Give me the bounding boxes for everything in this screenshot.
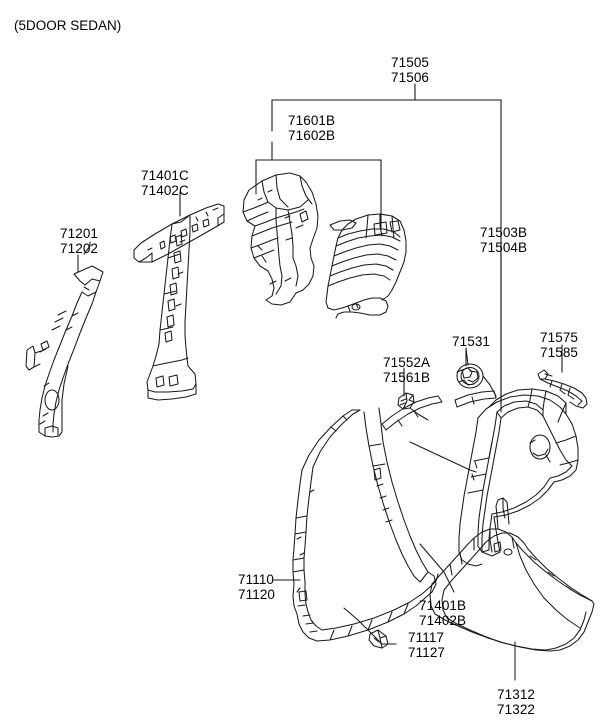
part-front-pillar-inner bbox=[25, 254, 104, 438]
part-quarter-outer-panel bbox=[458, 388, 579, 567]
part-fuel-filler-housing bbox=[456, 347, 497, 397]
part-body-side-outer-panel bbox=[292, 407, 439, 642]
part-rear-wheelhouse-inner bbox=[325, 213, 407, 319]
page-title: (5DOOR SEDAN) bbox=[14, 18, 122, 33]
part-side-sill-clip bbox=[368, 629, 397, 649]
part-center-pillar-reinforcement bbox=[429, 497, 595, 652]
part-quarter-inner-panel bbox=[242, 172, 319, 306]
part-center-pillar-reinforcement-upper bbox=[133, 192, 225, 401]
part-drip-rail-strip-front bbox=[381, 395, 443, 431]
part-drip-rail-strip-rear bbox=[454, 390, 497, 408]
leader-lines bbox=[83, 191, 563, 681]
label-71531: 71531 bbox=[452, 334, 491, 349]
leader-tree-top bbox=[255, 83, 502, 405]
